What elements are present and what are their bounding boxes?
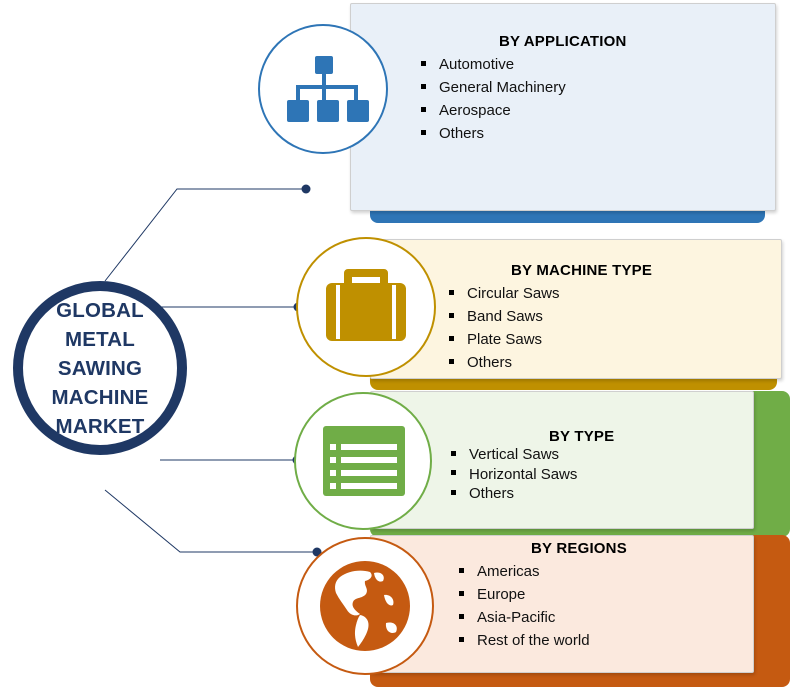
application-list: Automotive General Machinery Aerospace O… [421, 53, 566, 145]
globe-icon [320, 561, 410, 651]
type-panel: BY TYPE Vertical Saws Horizontal Saws Ot… [370, 391, 754, 529]
connector-dot-application [301, 184, 311, 194]
list-item: Automotive [421, 53, 566, 76]
list-item: Plate Saws [449, 328, 560, 351]
connector-application [104, 188, 306, 282]
briefcase-icon [326, 269, 406, 341]
application-panel: BY APPLICATION Automotive General Machin… [350, 3, 776, 211]
regions-list: Americas Europe Asia-Pacific Rest of the… [459, 560, 590, 652]
application-title: BY APPLICATION [499, 33, 627, 50]
machine-type-icon-ring [296, 237, 436, 377]
type-title: BY TYPE [549, 428, 615, 445]
center-circle: GLOBAL METAL SAWING MACHINE MARKET [13, 281, 187, 455]
list-item: Others [451, 484, 577, 504]
list-item: Band Saws [449, 305, 560, 328]
center-title: GLOBAL METAL SAWING MACHINE MARKET [51, 298, 149, 438]
list-item: Rest of the world [459, 629, 590, 652]
list-item: Others [421, 122, 566, 145]
machine-type-list: Circular Saws Band Saws Plate Saws Other… [449, 282, 560, 374]
connector-regions [104, 489, 317, 553]
regions-icon-ring [296, 537, 434, 675]
list-item: General Machinery [421, 76, 566, 99]
list-icon [323, 426, 405, 496]
list-item: Aerospace [421, 99, 566, 122]
regions-title: BY REGIONS [531, 540, 627, 557]
hierarchy-icon [287, 56, 369, 122]
list-item: Others [449, 351, 560, 374]
list-item: Vertical Saws [451, 445, 577, 465]
list-item: Americas [459, 560, 590, 583]
machine-type-panel: BY MACHINE TYPE Circular Saws Band Saws … [370, 239, 782, 379]
application-icon-ring [258, 24, 388, 154]
list-item: Europe [459, 583, 590, 606]
regions-panel: BY REGIONS Americas Europe Asia-Pacific … [370, 535, 754, 673]
list-item: Circular Saws [449, 282, 560, 305]
list-item: Asia-Pacific [459, 606, 590, 629]
list-item: Horizontal Saws [451, 465, 577, 485]
machine-type-title: BY MACHINE TYPE [511, 262, 653, 279]
type-icon-ring [294, 392, 432, 530]
type-list: Vertical Saws Horizontal Saws Others [451, 445, 577, 504]
